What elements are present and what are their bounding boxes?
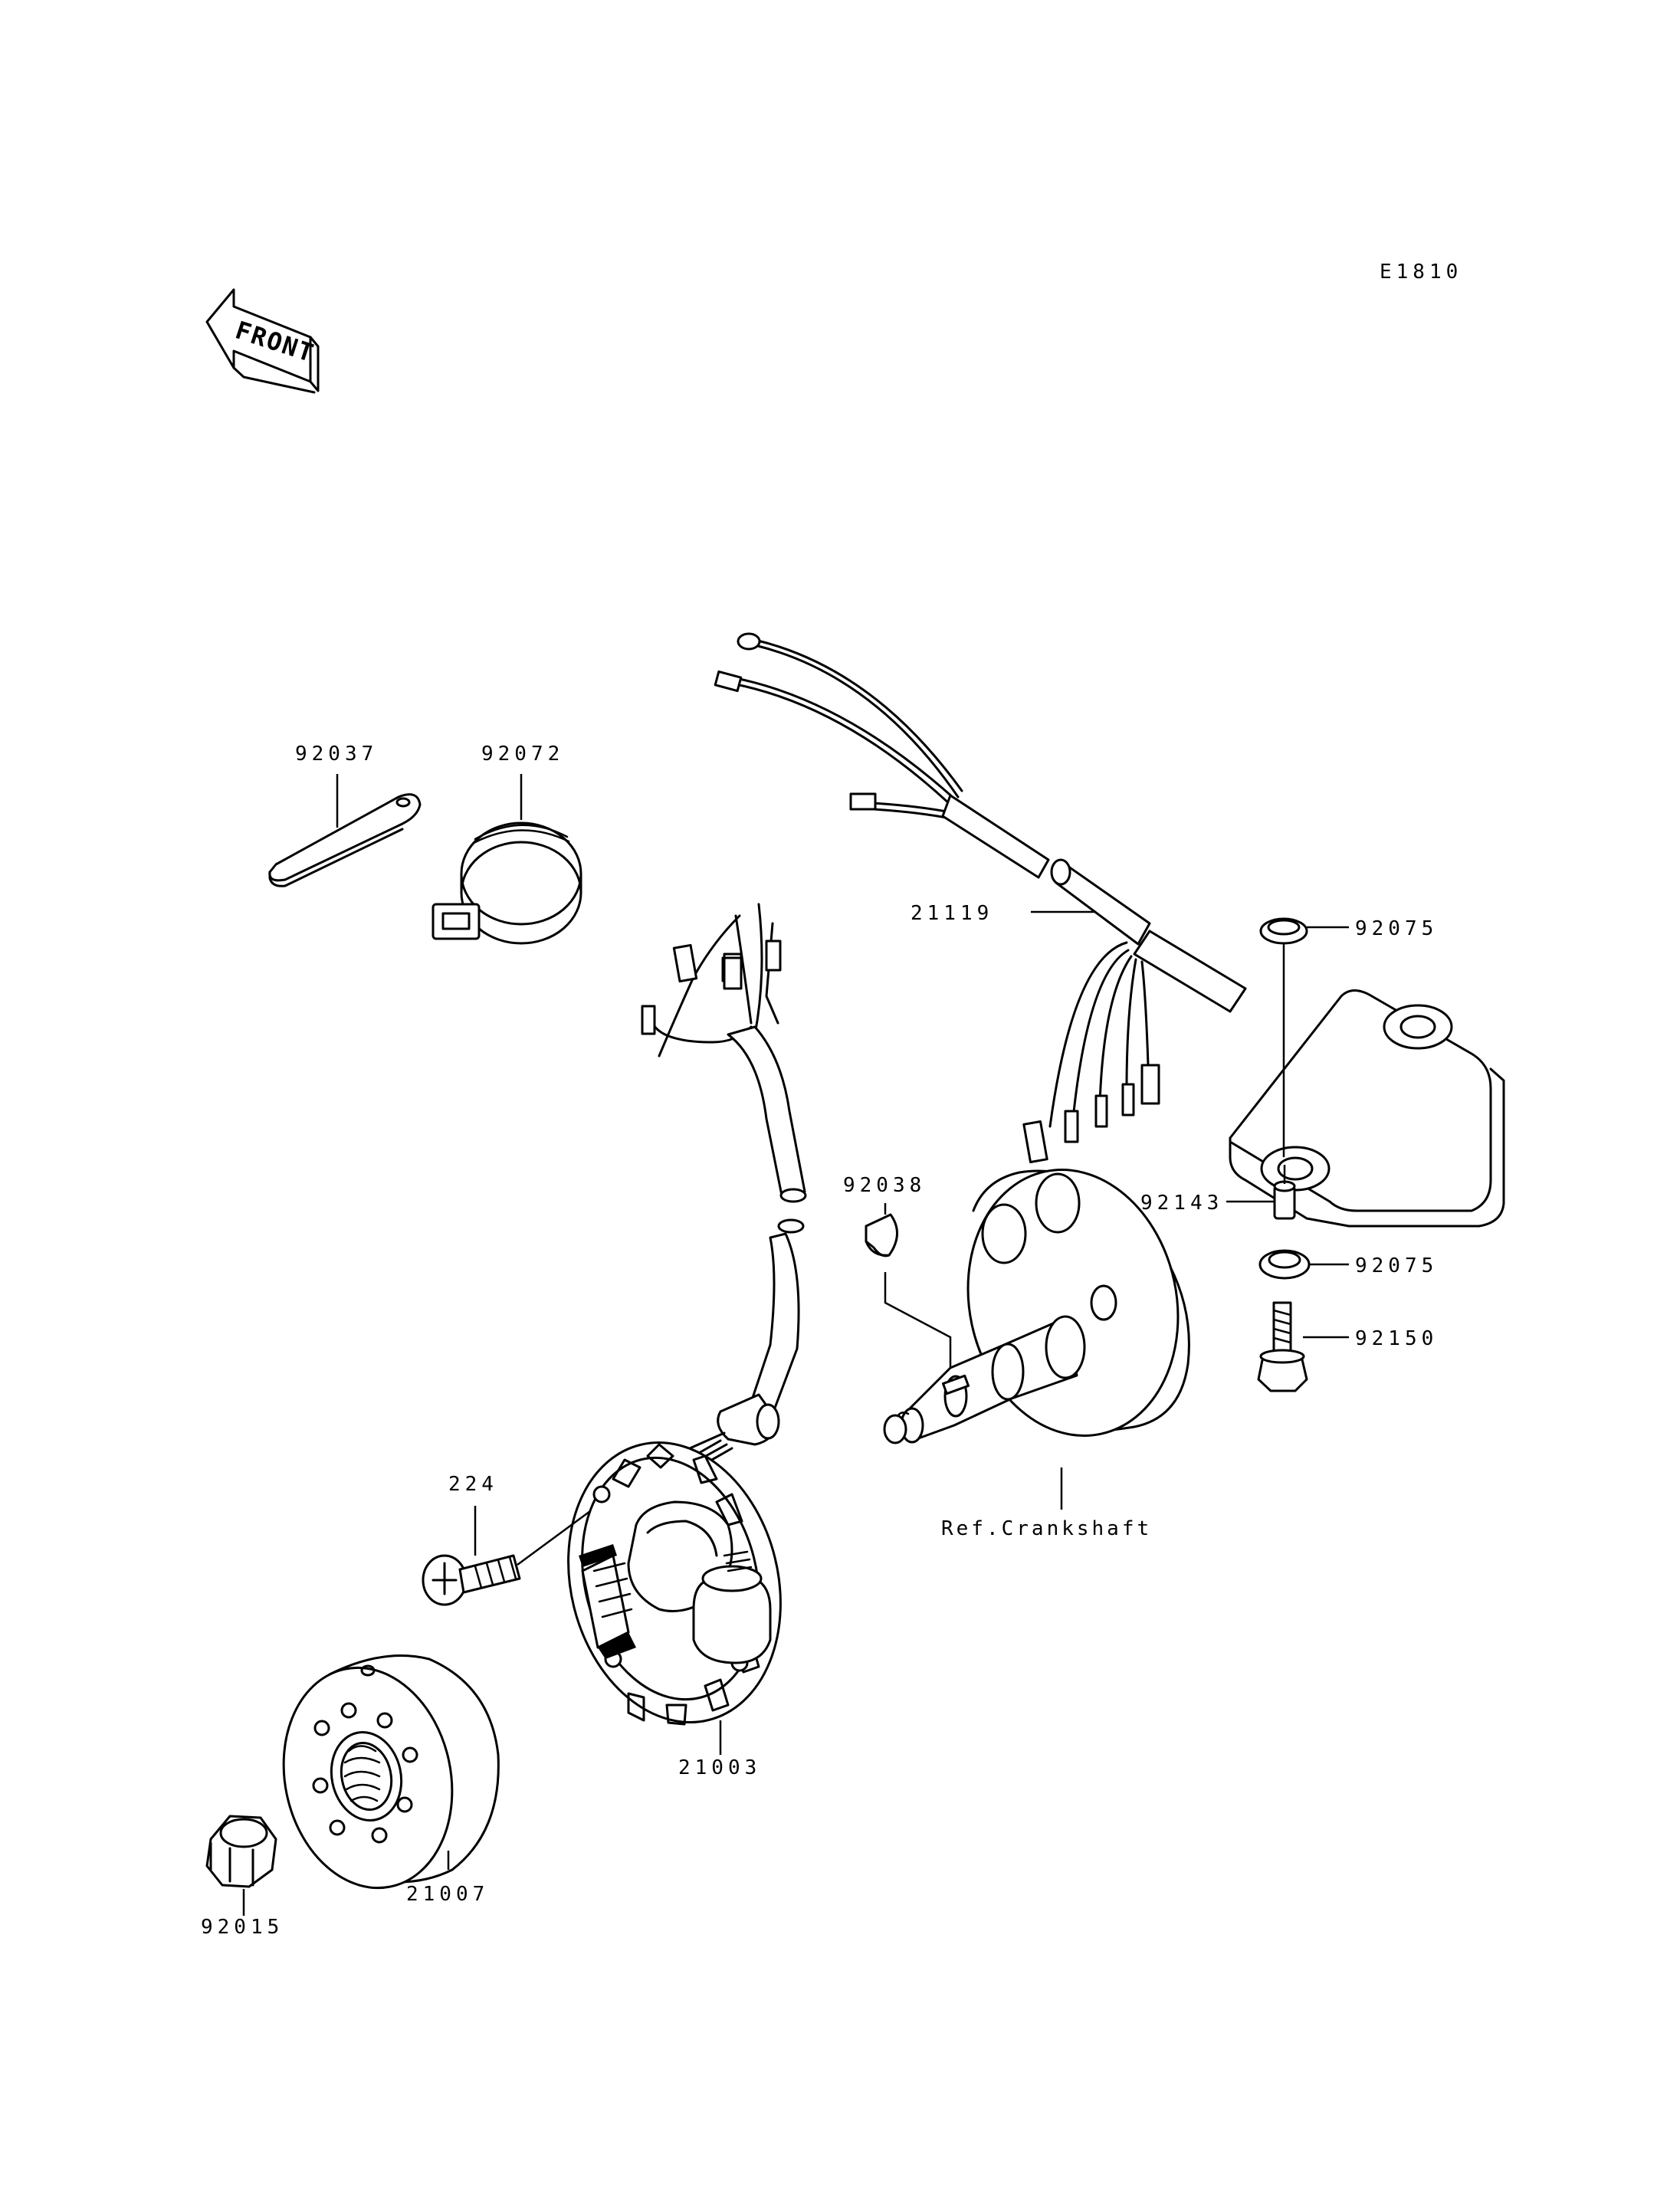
callout-21007: 21007: [406, 1883, 489, 1906]
callout-92143: 92143: [1140, 1192, 1223, 1215]
part-crankshaft-ref: [883, 1169, 1190, 1444]
callout-21119: 21119: [911, 902, 993, 925]
part-21007-rotor: [282, 1654, 500, 1890]
diagram-code: E1810: [1380, 261, 1462, 284]
part-92015-nut: [205, 1815, 277, 1888]
leader-92038-to-crank: [884, 1272, 952, 1372]
callout-92038: 92038: [843, 1174, 926, 1197]
part-92150-bolt: [1257, 1301, 1308, 1392]
callout-92075-top: 92075: [1355, 917, 1438, 940]
part-21119-harness: [714, 632, 1505, 1228]
callout-ref-crankshaft: Ref.Crankshaft: [941, 1517, 1152, 1540]
callout-92015: 92015: [201, 1916, 284, 1939]
part-92037-strap: [268, 793, 422, 887]
part-92038-key: [865, 1213, 898, 1258]
part-21003-stator: [567, 903, 807, 1726]
callout-92150: 92150: [1355, 1327, 1438, 1350]
front-arrow-icon: FRONT: [205, 288, 320, 394]
callout-224: 224: [448, 1473, 498, 1496]
part-92075-grommet-top: [1259, 917, 1308, 945]
part-92072-band: [431, 821, 582, 945]
callout-92037: 92037: [295, 743, 378, 766]
leader-224-to-stator: [517, 1510, 591, 1566]
callout-92075-bottom: 92075: [1355, 1254, 1438, 1277]
part-224-screw: [422, 1554, 521, 1606]
part-92075-grommet-bottom: [1258, 1249, 1311, 1280]
part-92143-collar: [1273, 1180, 1296, 1220]
callout-92072: 92072: [481, 743, 564, 766]
callout-21003: 21003: [678, 1756, 761, 1779]
